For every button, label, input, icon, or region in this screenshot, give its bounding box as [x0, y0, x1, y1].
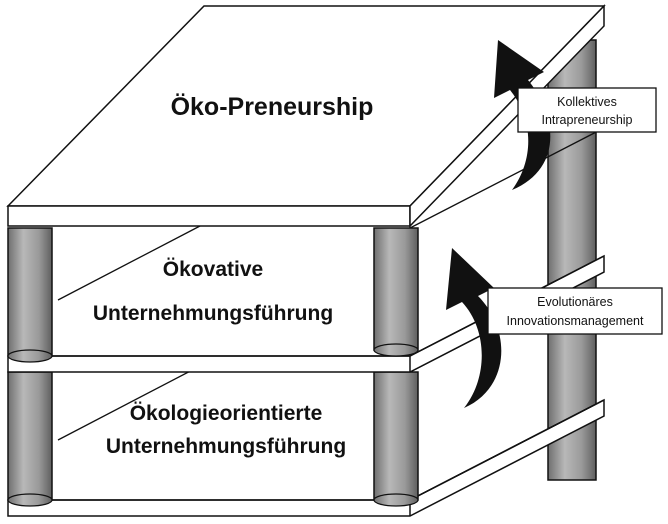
bottom-left-pillar	[7, 371, 53, 507]
upper-transition-box: Kollektives Intrapreneurship	[517, 87, 657, 133]
middle-right-pillar	[373, 227, 419, 357]
top-level-title: Öko-Preneurship	[171, 92, 374, 121]
bottom-right-pillar	[373, 371, 419, 507]
lower-transition-box: Evolutionäres Innovationsmanagement	[487, 287, 663, 335]
middle-level-line2: Unternehmungsführung	[93, 302, 333, 325]
upper-transition-line2: Intrapreneurship	[541, 113, 632, 127]
middle-level-frame	[57, 127, 605, 301]
bottom-level-line2: Unternehmungsführung	[106, 435, 346, 458]
middle-level-line1: Ökovative	[163, 258, 263, 281]
upper-curved-arrow	[494, 40, 551, 190]
bottom-level-line1: Ökologieorientierte	[130, 402, 323, 425]
upper-transition-line1: Kollektives	[557, 95, 617, 109]
middle-left-pillar	[7, 227, 53, 363]
top-slab	[6, 4, 606, 228]
lower-transition-line1: Evolutionäres	[537, 295, 613, 309]
lower-transition-line2: Innovationsmanagement	[507, 314, 644, 328]
